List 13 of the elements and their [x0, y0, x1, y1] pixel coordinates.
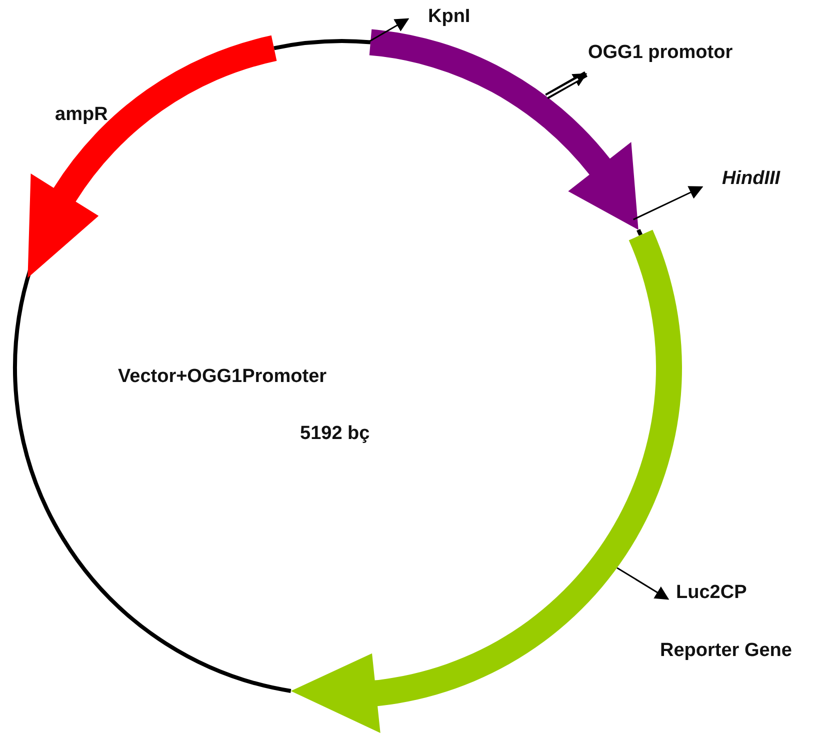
feature-label: OGG1 promotor [588, 42, 733, 64]
feature-label: HindIII [722, 168, 780, 190]
gene-label: ampR [55, 104, 108, 126]
leader-arrow [633, 186, 704, 220]
leader-arrow [545, 71, 588, 100]
feature-label: Luc2CP [676, 582, 747, 604]
plasmid-backbone [14, 39, 643, 693]
plasmid-name: Vector+OGG1Promoter [118, 366, 327, 388]
feature-label: Reporter Gene [660, 640, 792, 662]
feature-label: KpnI [428, 6, 470, 28]
leader-arrow [368, 18, 410, 43]
plasmid-size: 5192 bç [300, 423, 370, 445]
leader-arrow [616, 567, 670, 600]
